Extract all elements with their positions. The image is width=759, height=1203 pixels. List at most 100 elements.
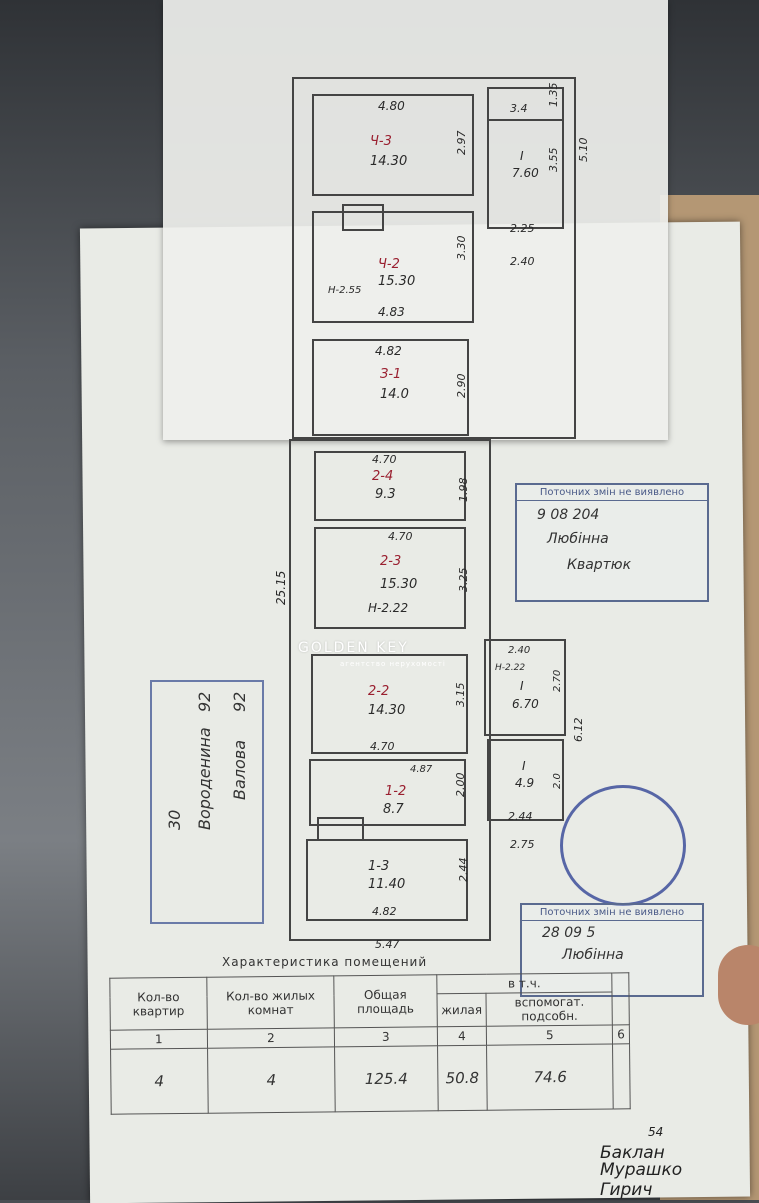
y3-area: 14.30 xyxy=(370,154,407,169)
col-incl: в т.ч. xyxy=(436,972,613,994)
golden-key-subtitle: агентство нерухомості xyxy=(340,660,446,668)
r22-name: 2-2 xyxy=(368,684,389,699)
col-num-5: 5 xyxy=(486,1024,613,1046)
sig-number: 54 xyxy=(648,1125,664,1139)
col-living: жилая xyxy=(436,993,487,1027)
ri-note: Н-2.22 xyxy=(495,663,525,673)
r23-height: 3.25 xyxy=(457,568,470,593)
ri2-height: 2.0 xyxy=(552,773,563,789)
y1-width: 4.82 xyxy=(375,344,402,358)
stamp1-name: Любінна xyxy=(547,531,609,547)
stove-lower-icon xyxy=(317,817,364,841)
upper-ii-area: 3.4 xyxy=(510,102,528,115)
ri2-name: I xyxy=(522,759,526,773)
col-num-2: 2 xyxy=(207,1027,335,1049)
col-aux: вспомогат. подсобн. xyxy=(486,991,613,1027)
y1-area: 14.0 xyxy=(380,387,409,402)
lower-outer-wall xyxy=(289,439,491,941)
ri2-area: 4.9 xyxy=(515,776,534,790)
ri-name: I xyxy=(520,679,524,693)
r23-area: 15.30 xyxy=(380,577,417,592)
r12-width: 4.87 xyxy=(410,764,433,775)
upper-ii-height: 1.35 xyxy=(547,83,560,108)
side-num3: 30 xyxy=(165,809,184,830)
upper-i-name: I xyxy=(520,149,524,163)
stamp1-title: Поточних змін не виявлено xyxy=(517,485,707,501)
official-round-seal xyxy=(560,785,686,906)
room-i-outline xyxy=(484,639,566,736)
val-living: 50.8 xyxy=(437,1045,488,1111)
r23-width: 4.70 xyxy=(388,530,413,543)
r24-area: 9.3 xyxy=(375,487,396,502)
golden-key-watermark: GOLDEN KEY xyxy=(298,640,409,656)
col-num-4: 4 xyxy=(436,1026,487,1046)
ri-height: 2.70 xyxy=(552,670,563,692)
r13-height: 2.44 xyxy=(457,858,470,883)
r23-note: Н-2.22 xyxy=(368,601,408,615)
y3-name: Ч-3 xyxy=(370,134,392,149)
side-num1: 92 xyxy=(195,691,214,712)
r23-name: 2-3 xyxy=(380,554,401,569)
lower-dim-275: 2.75 xyxy=(510,838,535,851)
room-24-outline xyxy=(314,451,466,521)
tracing-paper-overlay xyxy=(163,0,668,440)
thumb-holding-sheet xyxy=(718,945,759,1025)
ri2-width: 2.44 xyxy=(508,810,533,823)
upper-i-width: 2.25 xyxy=(510,222,535,235)
r13-area: 11.40 xyxy=(368,877,405,892)
r24-height: 1.98 xyxy=(457,478,470,503)
r24-width: 4.70 xyxy=(372,453,397,466)
y1-height: 2.90 xyxy=(455,374,468,399)
col-total-area: Общая площадь xyxy=(334,974,437,1028)
side-line2: Валова xyxy=(230,739,249,800)
address-side-stamp xyxy=(150,680,264,924)
ri-area: 6.70 xyxy=(512,697,539,711)
room-y3-outline xyxy=(312,94,474,196)
room-12-outline xyxy=(309,759,466,826)
room-y2-outline xyxy=(312,211,474,323)
val-total-area: 125.4 xyxy=(334,1045,438,1112)
stamp2-title: Поточних змін не виявлено xyxy=(522,905,702,921)
r22-height: 3.15 xyxy=(454,683,467,708)
y2-width: 4.83 xyxy=(378,305,405,319)
col-num-1: 1 xyxy=(110,1029,208,1050)
lower-dim-612: 6.12 xyxy=(572,718,585,743)
upper-outer-wall xyxy=(292,77,576,439)
val-rooms: 4 xyxy=(207,1046,336,1114)
room-upper-i-outline xyxy=(487,87,564,229)
signature-1: Баклан xyxy=(600,1143,665,1163)
upper-i-height: 3.55 xyxy=(547,148,560,173)
y3-width: 4.80 xyxy=(378,99,405,113)
signature-3: Гирич xyxy=(600,1180,653,1200)
r24-name: 2-4 xyxy=(372,469,393,484)
stamp-check-1: Поточних змін не виявлено 9 08 204 Любін… xyxy=(515,483,709,602)
upper-i-area: 7.60 xyxy=(512,166,539,180)
signature-2: Мурашко xyxy=(600,1160,683,1180)
r12-height: 2.00 xyxy=(454,773,467,798)
r12-name: 1-2 xyxy=(385,784,406,799)
y2-name: Ч-2 xyxy=(378,257,400,272)
characteristics-table: Кол-во квартир Кол-во жилых комнат Общая… xyxy=(109,972,631,1115)
y2-height: 3.30 xyxy=(455,236,468,261)
lower-dim-547: 5.47 xyxy=(375,938,400,951)
stamp2-date: 28 09 5 xyxy=(542,925,596,941)
col-apartments: Кол-во квартир xyxy=(109,977,208,1031)
room-i2-outline xyxy=(487,739,564,821)
val-aux: 74.6 xyxy=(486,1043,614,1111)
stamp1-date: 9 08 204 xyxy=(537,507,600,523)
r22-width: 4.70 xyxy=(370,740,395,753)
y1-name: З-1 xyxy=(380,367,401,382)
r12-area: 8.7 xyxy=(383,802,404,817)
col-num-6: 6 xyxy=(612,1024,630,1044)
stamp-check-2: Поточних змін не виявлено 28 09 5 Любінн… xyxy=(520,903,704,997)
lower-dim-2515: 25.15 xyxy=(274,571,288,605)
y2-area: 15.30 xyxy=(378,274,415,289)
upper-dim-510: 5.10 xyxy=(577,138,590,163)
room-23-outline xyxy=(314,527,466,629)
stove-upper-icon xyxy=(342,204,384,231)
col-num-3: 3 xyxy=(334,1026,438,1047)
upper-dim-240: 2.40 xyxy=(510,255,535,268)
r13-width: 4.82 xyxy=(372,905,397,918)
side-num2: 92 xyxy=(230,691,249,712)
